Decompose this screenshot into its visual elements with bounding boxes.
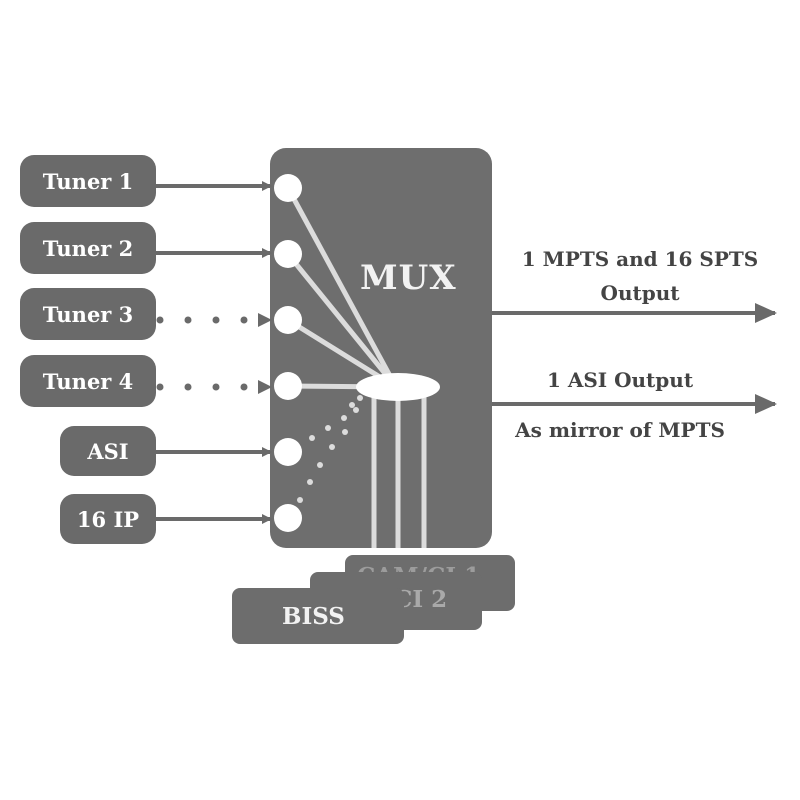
output-asi-line1: 1 ASI Output — [546, 368, 694, 392]
input-arrows — [156, 181, 272, 524]
input-asi: ASI — [60, 426, 156, 476]
input-16-ip-label: 16 IP — [76, 506, 140, 532]
mux-block — [270, 148, 492, 548]
internal-lines — [285, 186, 427, 548]
output-mpts-spts-line1: 1 MPTS and 16 SPTS — [521, 247, 759, 271]
output-asi-line2: As mirror of MPTS — [515, 418, 725, 442]
input-tuner-1-label: Tuner 1 — [42, 168, 134, 194]
module-biss: BISS — [232, 588, 404, 644]
dotted-input-arrows — [156, 313, 272, 394]
module-biss-label: BISS — [282, 602, 345, 630]
combiner-node — [356, 373, 440, 401]
input-tuner-4: Tuner 4 — [20, 355, 156, 407]
input-tuner-2: Tuner 2 — [20, 222, 156, 274]
output-mpts-spts-line2: Output — [600, 281, 680, 305]
input-tuner-3: Tuner 3 — [20, 288, 156, 340]
input-tuner-1: Tuner 1 — [20, 155, 156, 207]
input-asi-label: ASI — [87, 438, 129, 464]
input-16-ip: 16 IP — [60, 494, 156, 544]
input-ports — [274, 174, 302, 532]
mux-label: MUX — [360, 258, 457, 298]
input-tuner-3-label: Tuner 3 — [42, 301, 134, 327]
output-arrows — [492, 303, 777, 414]
internal-dots — [297, 395, 363, 503]
input-tuner-4-label: Tuner 4 — [42, 368, 134, 394]
input-tuner-2-label: Tuner 2 — [42, 235, 134, 261]
